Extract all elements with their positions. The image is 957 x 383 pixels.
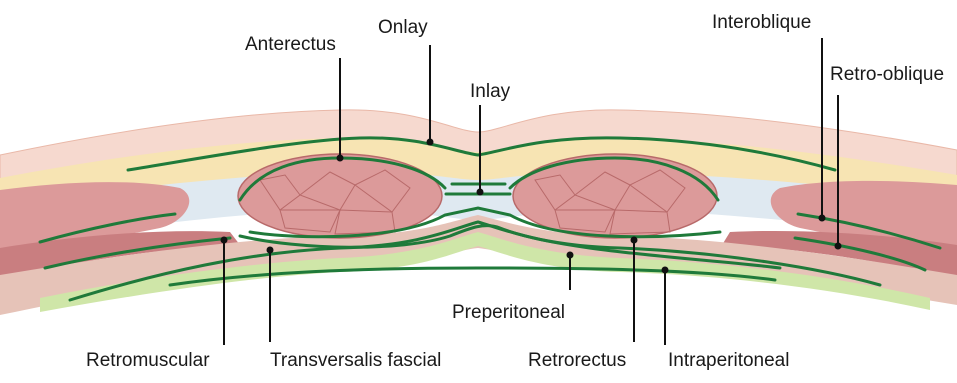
preperitoneal-dot — [567, 252, 574, 259]
label-retro-oblique: Retro-oblique — [830, 64, 944, 85]
label-retrorectus: Retrorectus — [528, 350, 626, 371]
retrorectus-dot — [631, 237, 638, 244]
anterectus-dot — [337, 155, 344, 162]
inlay-dot — [477, 189, 484, 196]
right-rectus-muscle — [513, 154, 717, 238]
label-inlay: Inlay — [470, 81, 511, 102]
transversalis-dot — [267, 247, 274, 254]
intraperitoneal-dot — [662, 267, 669, 274]
label-intraperitoneal: Intraperitoneal — [668, 350, 789, 371]
label-anterectus: Anterectus — [245, 34, 336, 55]
label-interoblique: Interoblique — [712, 12, 811, 33]
label-retromuscular: Retromuscular — [86, 350, 210, 371]
left-rectus-muscle — [238, 154, 442, 238]
label-transversalis: Transversalis fascial — [270, 350, 441, 371]
retro-oblique-dot — [835, 243, 842, 250]
retromuscular-dot — [221, 237, 228, 244]
onlay-dot — [427, 139, 434, 146]
label-preperitoneal: Preperitoneal — [452, 302, 565, 323]
interoblique-dot — [819, 215, 826, 222]
label-onlay: Onlay — [378, 17, 428, 38]
